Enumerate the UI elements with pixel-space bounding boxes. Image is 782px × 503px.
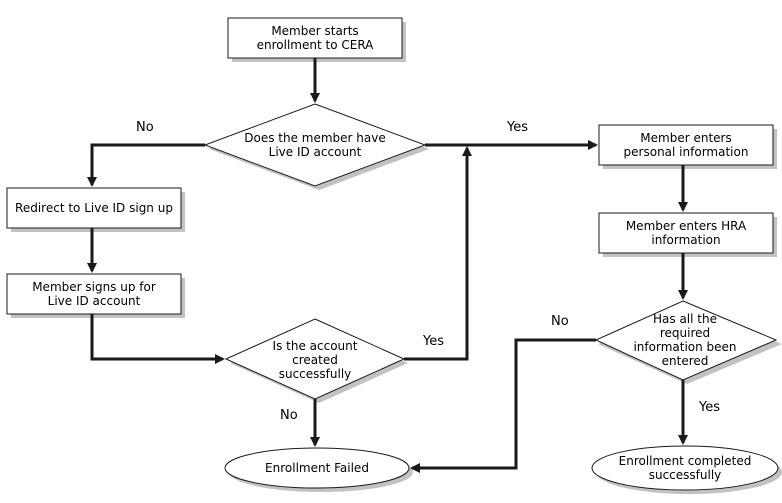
hra-info-box (598, 212, 774, 254)
no-info-label: No (551, 314, 569, 329)
edge-signup-to-check (90, 314, 225, 364)
redirect-box (6, 187, 182, 229)
no-created-label: No (280, 408, 298, 423)
edge-yes-created (404, 146, 472, 361)
edge-no-info (410, 338, 596, 473)
signs-up-box (6, 273, 182, 315)
completed-terminal (591, 445, 779, 491)
personal-info-box (598, 124, 774, 166)
failed-terminal (224, 447, 410, 489)
start-box (227, 17, 403, 59)
edge-no-live-id (87, 143, 205, 187)
all-info-decision (594, 300, 778, 381)
yes-info-label: Yes (699, 400, 720, 415)
yes-created-label: Yes (423, 334, 444, 349)
yes-live-id-label: Yes (507, 120, 528, 135)
account-created-decision (224, 318, 406, 400)
live-id-decision (203, 103, 427, 187)
no-live-id-label: No (136, 120, 154, 135)
